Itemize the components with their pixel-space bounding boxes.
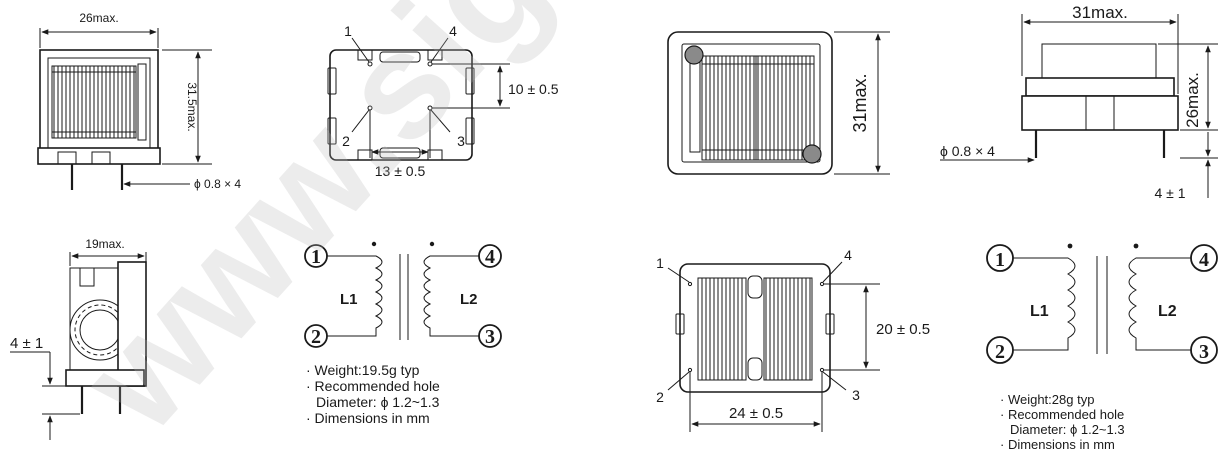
schem-r-pin-3: 3 bbox=[1199, 341, 1209, 363]
left-schematic: 1 2 4 3 L1 L2 bbox=[304, 241, 502, 348]
note-line: · Weight:19.5g typ bbox=[306, 362, 420, 378]
pin-label-r3: 3 bbox=[852, 387, 860, 403]
note-line: · Dimensions in mm bbox=[1000, 437, 1115, 452]
right-side-view: 31max. 26max. 4 ± 1 ϕ 0.8 × 4 bbox=[940, 3, 1218, 201]
note-line: Diameter: ϕ 1.2~1.3 bbox=[316, 394, 440, 410]
dim-pin-len-r: 4 ± 1 bbox=[1154, 185, 1185, 201]
right-top-view: 31max. bbox=[667, 31, 890, 175]
schem-pin-4: 4 bbox=[485, 246, 495, 268]
schem-r-pin-4: 4 bbox=[1199, 249, 1209, 271]
schem-pin-2: 2 bbox=[311, 326, 321, 348]
pin-label-r2: 2 bbox=[656, 389, 664, 405]
dim-side-width-r: 31max. bbox=[1072, 3, 1128, 22]
dim-pin-pitch-h: 13 ± 0.5 bbox=[375, 163, 426, 179]
dim-side-width: 19max. bbox=[85, 237, 124, 251]
left-notes: · Weight:19.5g typ · Recommended hole Di… bbox=[306, 362, 440, 426]
note-line: · Recommended hole bbox=[306, 378, 440, 394]
schem-pin-3: 3 bbox=[485, 326, 495, 348]
note-line: · Dimensions in mm bbox=[306, 410, 430, 426]
note-line: · Recommended hole bbox=[1000, 407, 1125, 422]
pin-label-3: 3 bbox=[457, 133, 465, 149]
schem-r-pin-2: 2 bbox=[995, 341, 1005, 363]
pin-label-4: 4 bbox=[449, 23, 457, 39]
dim-front-height: 31.5max. bbox=[185, 82, 199, 131]
schem-coil-l1: L1 bbox=[340, 291, 358, 308]
dim-pin-dia: ϕ 0.8 × 4 bbox=[194, 177, 241, 191]
schem-pin-1: 1 bbox=[311, 246, 321, 268]
dim-pin-pitch-h-r: 24 ± 0.5 bbox=[729, 405, 783, 422]
note-line: Diameter: ϕ 1.2~1.3 bbox=[1010, 422, 1125, 437]
pin-label-r1: 1 bbox=[656, 255, 664, 271]
schem-r-coil-l2: L2 bbox=[1158, 303, 1177, 320]
schem-coil-l2: L2 bbox=[460, 291, 478, 308]
pin-label-1: 1 bbox=[344, 23, 352, 39]
left-bottom-view: 1 4 2 3 10 ± 0.5 13 ± 0.5 bbox=[327, 23, 559, 179]
left-side-view: 19max. 4 ± 1 bbox=[10, 237, 147, 440]
pin-label-r4: 4 bbox=[844, 247, 852, 263]
dim-front-width: 26max. bbox=[79, 11, 118, 25]
left-front-view: 26max. 31.5max. ϕ 0.8 × 4 bbox=[37, 11, 241, 191]
schem-r-pin-1: 1 bbox=[995, 249, 1005, 271]
dim-side-height-r: 26max. bbox=[1183, 72, 1202, 128]
pin-label-2: 2 bbox=[342, 133, 350, 149]
schem-r-coil-l1: L1 bbox=[1030, 303, 1049, 320]
right-bottom-view: 1 4 2 3 20 ± 0.5 24 ± 0.5 bbox=[656, 247, 930, 432]
dim-pin-pitch-v: 10 ± 0.5 bbox=[508, 81, 559, 97]
dim-pin-dia-r: ϕ 0.8 × 4 bbox=[940, 143, 995, 159]
dim-top-height: 31max. bbox=[850, 73, 870, 132]
dim-pin-pitch-v-r: 20 ± 0.5 bbox=[876, 321, 930, 338]
right-notes: · Weight:28g typ · Recommended hole Diam… bbox=[1000, 392, 1125, 452]
dim-side-pin: 4 ± 1 bbox=[10, 335, 43, 352]
note-line: · Weight:28g typ bbox=[1000, 392, 1095, 407]
right-schematic: 1 2 4 3 L1 L2 bbox=[986, 243, 1218, 364]
